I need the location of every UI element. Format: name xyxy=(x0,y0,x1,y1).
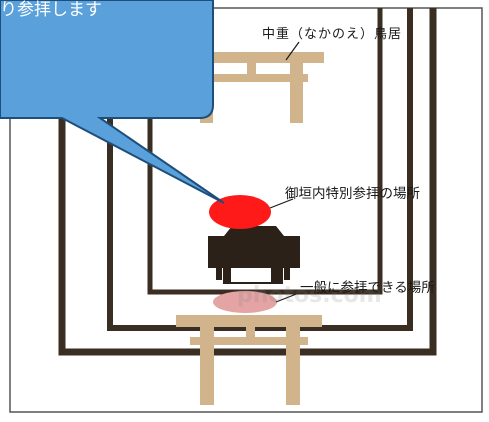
gokaki-label-leader xyxy=(269,198,294,209)
callout-text: り参拝します xyxy=(0,0,102,20)
outer-fence xyxy=(58,8,437,356)
shrine-roof-icon xyxy=(208,226,300,284)
special-worship-spot xyxy=(209,195,271,229)
general-worship-label: 一般に参拝できる場所 xyxy=(300,280,435,296)
general-worship-spot xyxy=(213,291,277,313)
torii-label-leader xyxy=(285,41,300,61)
watermark-text: photos.com xyxy=(237,283,382,308)
nakanoe-torii-label: 中重（なかのえ）鳥居 xyxy=(262,27,403,42)
speech-bubble-callout xyxy=(0,0,225,204)
outer-torii-icon xyxy=(176,315,322,405)
ippan-label-leader xyxy=(275,292,300,303)
middle-fence xyxy=(107,8,413,331)
inner-fence xyxy=(147,8,383,295)
gokakiuchi-label: 御垣内特別参拝の場所 xyxy=(285,186,420,202)
